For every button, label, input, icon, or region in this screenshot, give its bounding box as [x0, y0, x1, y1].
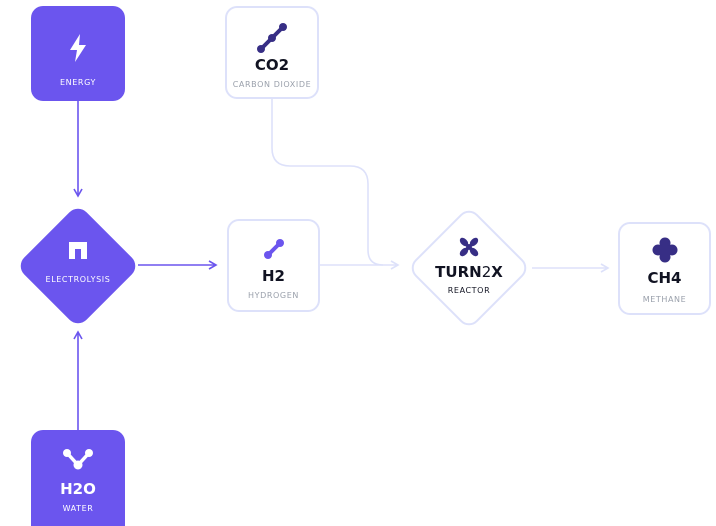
co2-node: CO2 CARBON DIOXIDE: [225, 6, 319, 99]
water-molecule-icon: [63, 449, 93, 470]
energy-label: ENERGY: [60, 78, 96, 87]
ch4-label: METHANE: [642, 295, 687, 304]
lightning-bolt-icon: [70, 34, 86, 62]
co2-formula: CO2: [254, 56, 290, 74]
h2-label: HYDROGEN: [248, 291, 299, 300]
reactor-formula-main: TURN: [435, 263, 482, 281]
electrolysis-node: ELECTROLYSIS: [28, 214, 128, 314]
h2-formula: H2: [262, 267, 285, 285]
arch-icon: [69, 242, 87, 259]
molecule-icon: [263, 239, 284, 259]
connector-co2-reactor: [271, 99, 384, 266]
molecule-icon: [257, 23, 287, 53]
reactor-formula: TURN2X: [419, 263, 519, 281]
reactor-node: TURN2X REACTOR: [419, 216, 519, 316]
reactor-formula-sub: 2: [481, 263, 492, 281]
four-petal-icon: [459, 237, 479, 257]
co2-label: CARBON DIOXIDE: [232, 80, 312, 89]
h2-node: H2 HYDROGEN: [227, 219, 320, 312]
reactor-label: REACTOR: [447, 286, 491, 295]
cross-molecule-icon: [652, 237, 677, 263]
electrolysis-label: ELECTROLYSIS: [45, 275, 111, 284]
ch4-node: CH4 METHANE: [618, 222, 711, 315]
water-label: WATER: [62, 504, 94, 513]
water-formula: H2O: [60, 480, 96, 498]
energy-node: ENERGY: [31, 6, 125, 101]
water-node: H2O WATER: [31, 430, 125, 526]
reactor-formula-tail: X: [491, 263, 503, 281]
ch4-formula: CH4: [647, 269, 682, 287]
